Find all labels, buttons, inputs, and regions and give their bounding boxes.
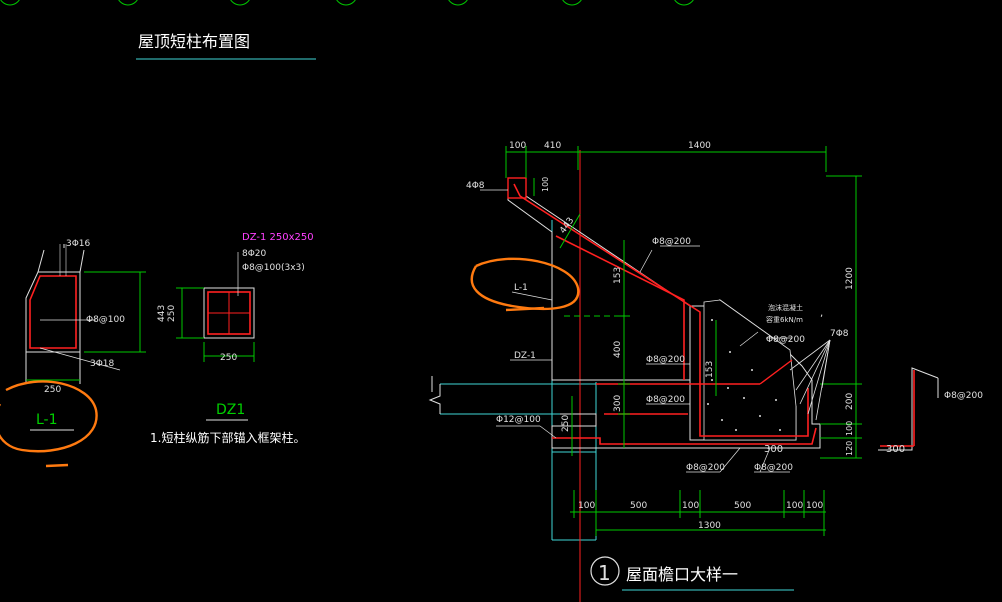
column-dz1-width: 250 [220, 353, 237, 363]
column-dz1-main-bars: 8Φ20 [242, 249, 267, 259]
eave-rebar-label-6: Φ8@200 [754, 463, 793, 473]
eave-inner-width: 300 [764, 444, 783, 455]
column-dz1-section [176, 252, 255, 362]
eave-concrete-label-1: 泡沫混凝土 [768, 303, 803, 312]
beam-l1-stirrups: Φ8@100 [86, 315, 125, 325]
eave-right-height-1: 1200 [845, 267, 855, 290]
eave-detail-geometry [428, 146, 862, 602]
eave-right-height-2: 200 [845, 393, 855, 410]
foam-concrete-hatch [707, 319, 781, 431]
layout-plan-title: 屋顶短柱布置图 [138, 32, 250, 51]
eave-total-bottom: 1300 [698, 521, 721, 531]
side-profile-detail [878, 367, 939, 451]
orange-markup-circle-eave-l1 [470, 257, 580, 311]
column-dz1-height: 250 [167, 305, 177, 322]
column-dz1-stirrups: Φ8@100(3x3) [242, 263, 305, 273]
side-width-label: 300 [886, 444, 905, 455]
eave-rebar-label-3: Φ8@200 [646, 395, 685, 405]
eave-dim-bottom-2: 500 [630, 501, 647, 511]
eave-concrete-label-2: 容重6kN/m [766, 315, 803, 324]
orange-markup-stroke-eave-l1 [505, 306, 545, 312]
eave-left-height-1: 400 [613, 341, 623, 358]
eave-small-dim: 100 [541, 177, 550, 192]
eave-bundle-bars: 7Φ8 [830, 329, 849, 339]
eave-dim-bottom-6: 100 [806, 501, 823, 511]
eave-rebar-label-2: Φ8@200 [646, 355, 685, 365]
eave-dim-bottom-5: 100 [786, 501, 803, 511]
beam-l1-width: 250 [44, 385, 61, 395]
eave-left-height-3: 250 [561, 415, 571, 432]
eave-diag-dim-2: 153 [613, 267, 623, 284]
eave-rebar-label-4: Φ8@200 [766, 335, 805, 345]
detail-number-circle [590, 556, 620, 586]
eave-tick-mark: , [820, 308, 823, 319]
eave-dim-top-1: 100 [509, 141, 526, 151]
detail-number: 1 [598, 561, 611, 585]
eave-dim-bottom-3: 100 [682, 501, 699, 511]
eave-inner-dim: 153 [705, 361, 715, 378]
side-bar-label: Φ8@200 [944, 391, 983, 401]
eave-left-height-2: 300 [613, 395, 623, 412]
eave-bottom-bar: Φ12@100 [496, 415, 541, 425]
beam-l1-depth: 443 [157, 305, 167, 322]
orange-markup-stroke-l1 [45, 463, 69, 468]
eave-right-height-4: 120 [845, 441, 854, 456]
eave-dim-bottom-4: 500 [734, 501, 751, 511]
eave-right-height-3: 100 [845, 421, 854, 436]
beam-l1-name: L-1 [36, 412, 58, 428]
eave-rebar-label-5: Φ8@200 [686, 463, 725, 473]
beam-l1-bottom-bars: 3Φ18 [90, 359, 115, 369]
eave-ref-dz1: DZ-1 [514, 351, 536, 361]
eave-corner-bars: 4Φ8 [466, 181, 485, 191]
beam-l1-top-bars: 3Φ16 [66, 239, 91, 249]
column-dz1-note: 1.短柱纵筋下部锚入框架柱。 [150, 430, 305, 445]
eave-dim-bottom-1: 100 [578, 501, 595, 511]
beam-l1-section [25, 244, 146, 384]
orange-markup-circle-l1 [0, 380, 98, 453]
eave-ref-l1: L-1 [514, 283, 528, 293]
eave-detail-title: 屋面檐口大样一 [626, 565, 738, 584]
column-dz1-name: DZ1 [216, 402, 245, 418]
eave-rebar-label-1: Φ8@200 [652, 237, 691, 247]
axis-bubbles [0, 0, 694, 6]
eave-dim-top-2: 410 [544, 141, 561, 151]
column-dz1-mark: DZ-1 250x250 [242, 232, 314, 243]
eave-dim-top-3: 1400 [688, 141, 711, 151]
